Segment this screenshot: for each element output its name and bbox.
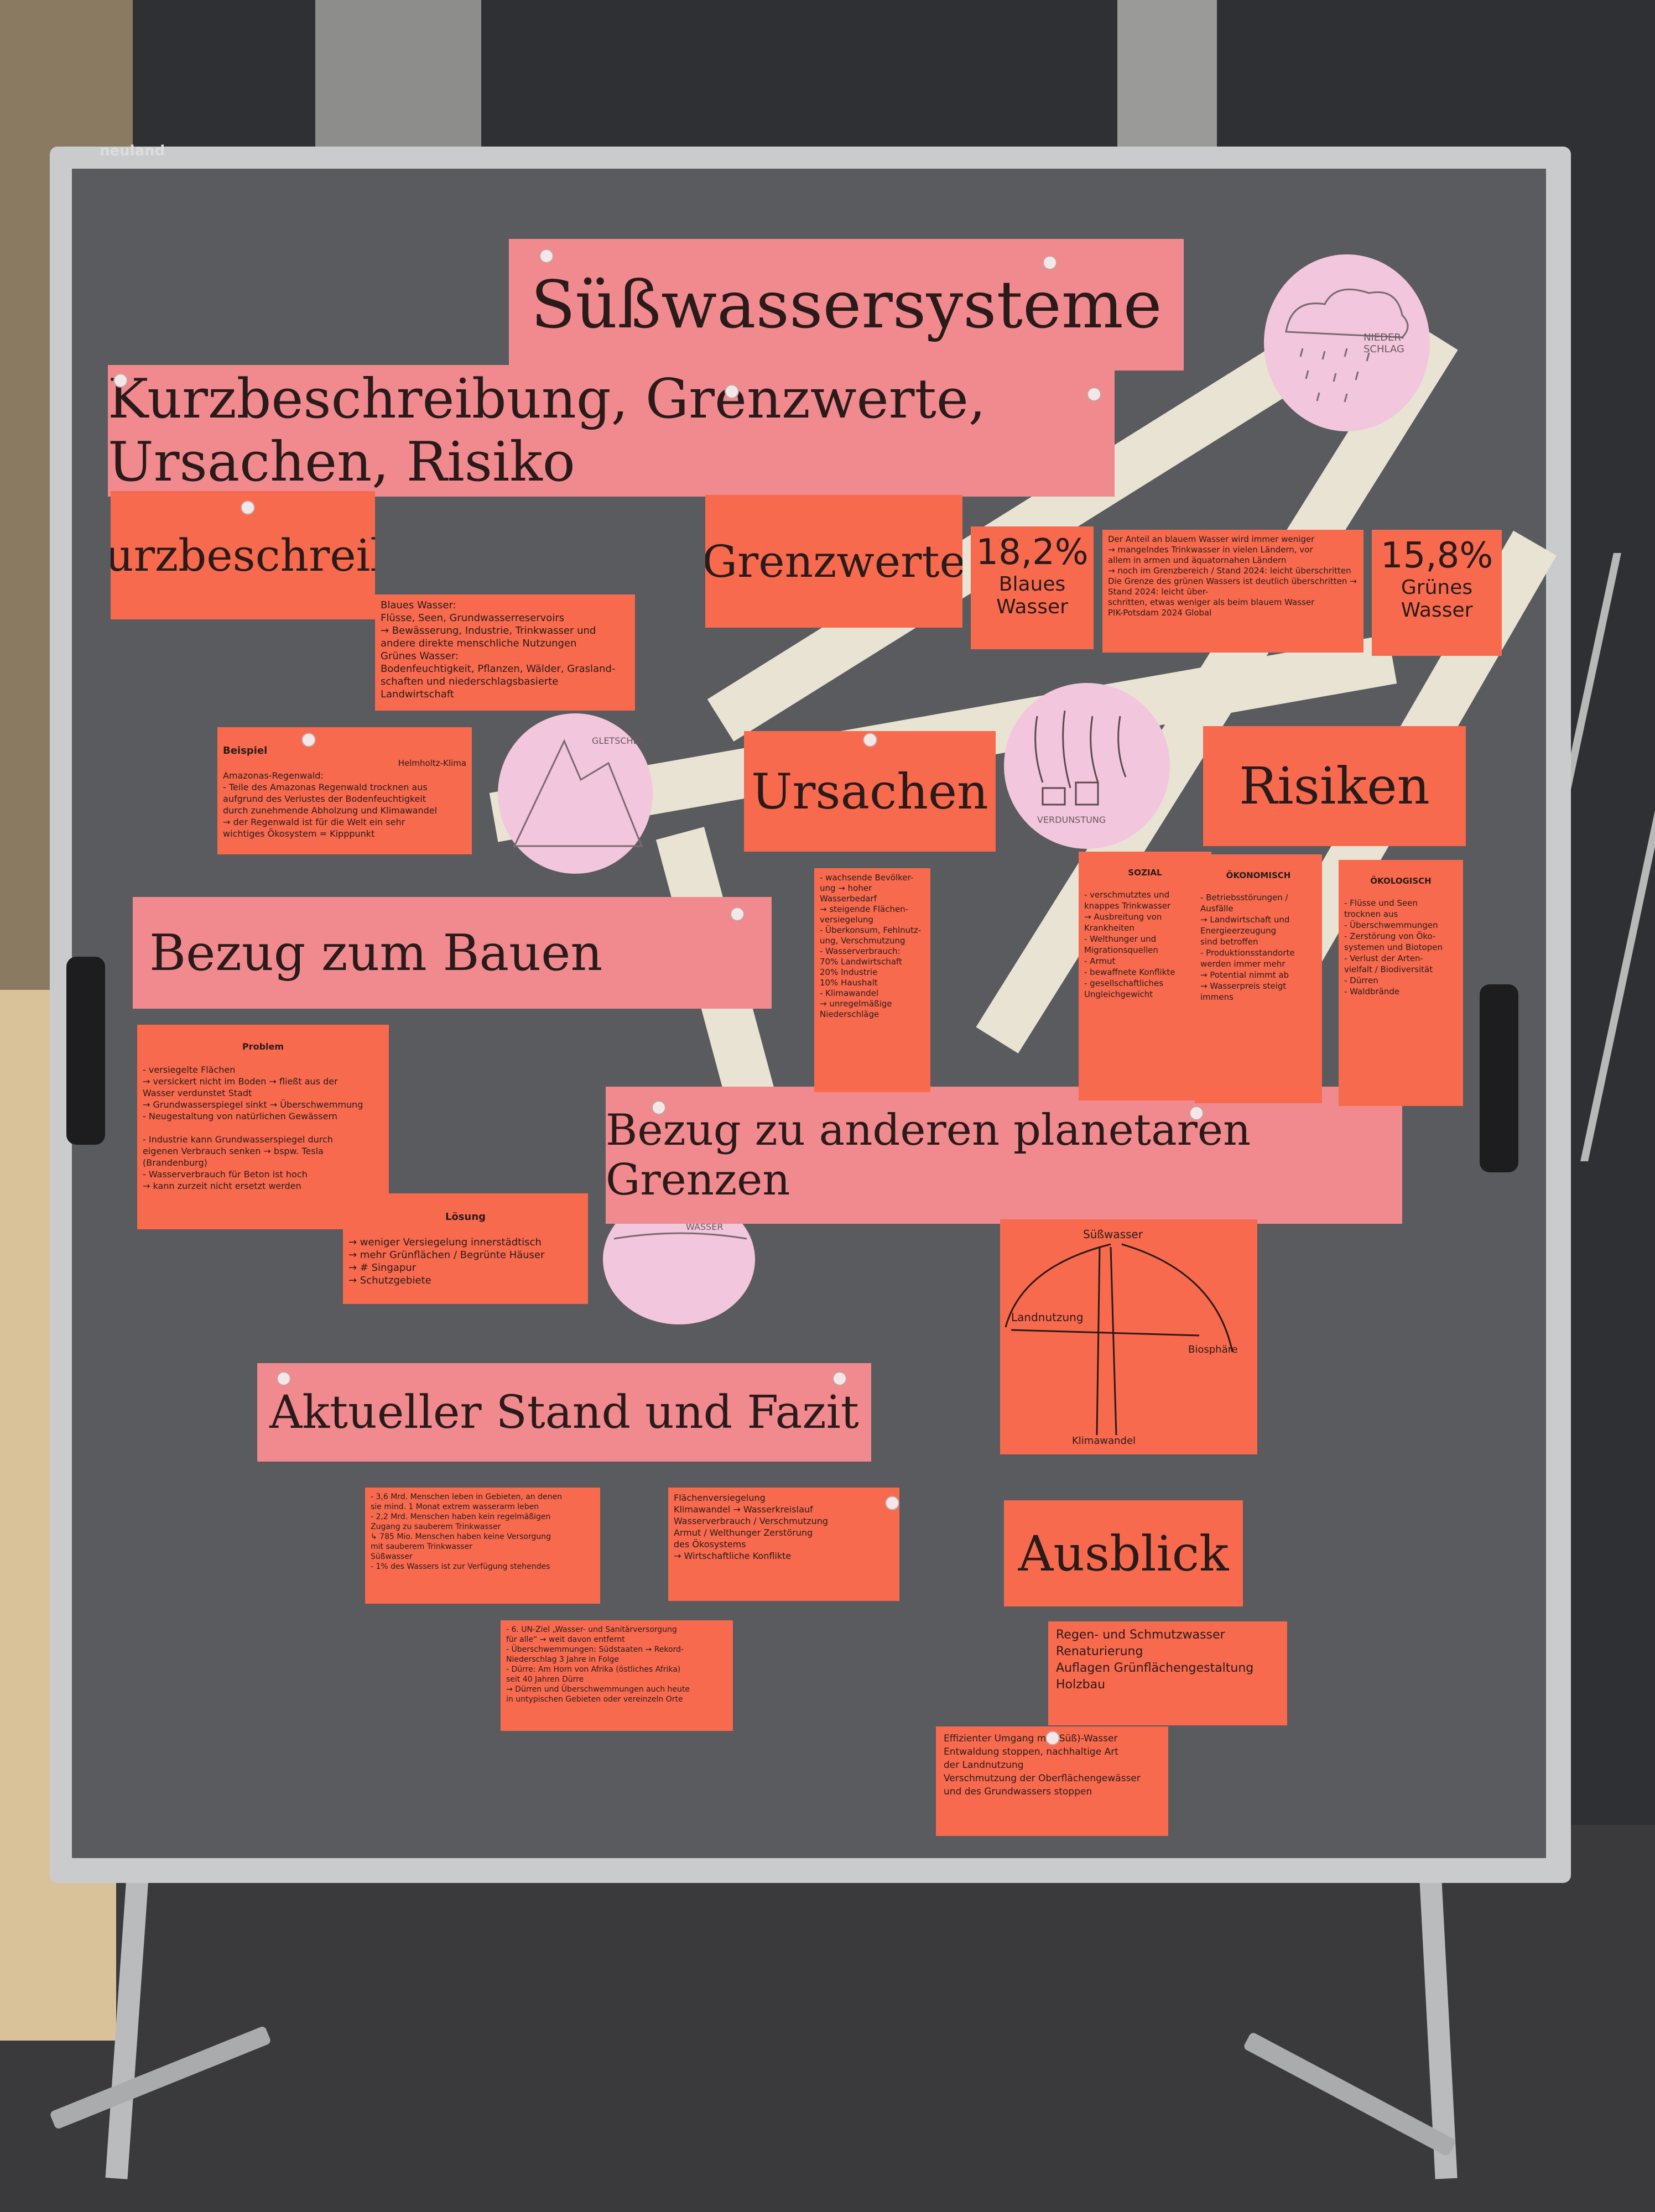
diagram-right-label: Biosphäre (1188, 1344, 1238, 1355)
rain-cloud-icon (1285, 288, 1409, 403)
gruenes-wasser-card: 15,8% Grünes Wasser (1372, 530, 1502, 656)
pin-icon (241, 500, 255, 515)
oekonomisch-text: - Betriebsstörungen / Ausfälle → Landwir… (1200, 893, 1295, 1002)
pin-icon (885, 1496, 899, 1510)
beispiel-source: Helmholtz-Klima (398, 758, 466, 768)
diagram-left-label: Landnutzung (1011, 1311, 1084, 1324)
stand-note-1: - 3,6 Mrd. Menschen leben in Gebieten, a… (365, 1488, 600, 1604)
gletscher-circle: GLETSCHER (498, 713, 653, 874)
boundaries-diagram-card: Süßwasser Landnutzung Biosphäre Klimawan… (1000, 1219, 1257, 1454)
beispiel-heading: Beispiel (223, 745, 268, 757)
pin-icon (725, 384, 739, 399)
diagram-top-label: Süßwasser (1083, 1228, 1143, 1241)
frame-clip-left (66, 957, 105, 1145)
diagram-bottom-label: Klimawandel (1072, 1435, 1136, 1447)
problem-text: - versiegelte Flächen → versickert nicht… (143, 1065, 363, 1191)
pin-icon (730, 907, 745, 921)
oekologisch-text: - Flüsse und Seen trocknen aus - Übersch… (1344, 898, 1443, 997)
pin-icon (277, 1371, 291, 1386)
pin-icon (652, 1100, 666, 1115)
grenzwerte-heading: Grenzwerte (705, 495, 962, 628)
beispiel-text: Amazonas-Regenwald: - Teile des Amazonas… (223, 770, 438, 839)
risiken-heading: Risiken (1203, 726, 1466, 846)
subtitle: Kurzbeschreibung, Grenzwerte, Ursachen, … (108, 365, 1115, 497)
main-title: Süßwassersysteme (509, 239, 1184, 371)
beispiel-card: Beispiel Helmholtz-Klima Amazonas-Regenw… (217, 727, 472, 854)
frame-clip-right (1480, 984, 1518, 1172)
bezug-grenzen-heading: Bezug zu anderen planetaren Grenzen (606, 1087, 1402, 1224)
floor (0, 1825, 1655, 2212)
loesung-card: Lösung → weniger Versiegelung innerstädt… (343, 1193, 588, 1304)
ausblick-note-1: Regen- und Schmutzwasser Renaturierung A… (1048, 1621, 1287, 1725)
loesung-heading: Lösung (445, 1211, 486, 1223)
blaues-wasser-value: 18,2% (976, 532, 1089, 573)
pin-icon (301, 733, 316, 747)
loesung-text: → weniger Versiegelung innerstädtisch → … (348, 1237, 545, 1286)
gletscher-label: GLETSCHER (592, 735, 645, 746)
kurzbeschreibung-note: Blaues Wasser: Flüsse, Seen, Grundwasser… (375, 594, 635, 711)
brand-logo: neuland (100, 143, 165, 159)
gruenes-wasser-label: Grünes Wasser (1401, 576, 1473, 622)
pin-icon (539, 249, 554, 263)
pin-icon (1087, 387, 1101, 401)
pin-icon (832, 1371, 847, 1386)
problem-heading: Problem (242, 1041, 284, 1052)
bezug-bauen-heading: Bezug zum Bauen (133, 897, 772, 1009)
oekologisch-card: ÖKOLOGISCH - Flüsse und Seen trocknen au… (1339, 860, 1463, 1106)
boundaries-diagram (1005, 1243, 1234, 1436)
sozial-card: SOZIAL - verschmutztes und knappes Trink… (1079, 852, 1211, 1100)
pin-icon (1045, 1731, 1060, 1745)
grenzwerte-note: Der Anteil an blauem Wasser wird immer w… (1102, 530, 1363, 653)
blaues-wasser-card: 18,2% Blaues Wasser (971, 526, 1094, 649)
evaporation-icon (1034, 710, 1127, 806)
oekonomisch-card: ÖKONOMISCH - Betriebsstörungen / Ausfäll… (1195, 854, 1322, 1103)
pin-icon (863, 733, 877, 747)
blaues-wasser-label: Blaues Wasser (996, 573, 1068, 618)
verdunstung-circle: VERDUNSTUNG (1004, 683, 1170, 849)
ursachen-heading: Ursachen (744, 731, 996, 852)
niederschlag-label: NIEDER- SCHLAG (1363, 332, 1404, 355)
mountain-icon (513, 739, 643, 847)
oekologisch-heading: ÖKOLOGISCH (1370, 876, 1432, 886)
pin-icon (113, 373, 128, 388)
niederschlag-circle: NIEDER- SCHLAG (1264, 254, 1430, 431)
pin-icon (1043, 255, 1057, 270)
groundwater-icon (613, 1232, 747, 1240)
stand-note-2: Flächenversiegelung Klimawandel → Wasser… (668, 1488, 899, 1601)
ursachen-note: - wachsende Bevölker- ung → hoher Wasser… (814, 868, 930, 1092)
oekonomisch-heading: ÖKONOMISCH (1226, 870, 1291, 880)
pin-icon (1189, 1106, 1204, 1120)
gruenes-wasser-value: 15,8% (1380, 535, 1493, 576)
stand-note-3: - 6. UN-Ziel „Wasser- und Sanitärversorg… (501, 1620, 733, 1731)
verdunstung-label: VERDUNSTUNG (1037, 815, 1106, 825)
stand-fazit-heading: Aktueller Stand und Fazit (257, 1363, 871, 1462)
sozial-heading: SOZIAL (1128, 868, 1162, 878)
ausblick-heading: Ausblick (1004, 1500, 1243, 1606)
ausblick-note-2: Effizienter Umgang mit (Süß)-Wasser Entw… (936, 1726, 1168, 1836)
sozial-text: - verschmutztes und knappes Trinkwasser … (1084, 890, 1175, 999)
